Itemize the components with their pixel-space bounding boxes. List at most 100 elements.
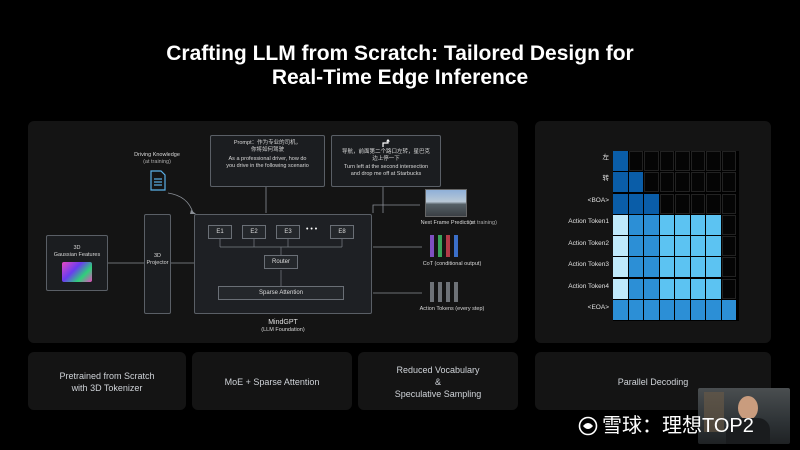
gaussian-features-box: 3D Gaussian Features bbox=[46, 235, 108, 291]
mask-cell bbox=[644, 151, 659, 172]
feature-line: MoE + Sparse Attention bbox=[224, 377, 320, 387]
projector-line1: 3D bbox=[153, 253, 162, 259]
next-frame-label: Next Frame Prediction bbox=[420, 220, 476, 226]
feature-line: with 3D Tokenizer bbox=[71, 383, 143, 393]
mask-cell bbox=[613, 172, 628, 193]
navigation-box: 导航，前面第二个路口左转，星巴克 边上停一下 Turn left at the … bbox=[331, 135, 441, 187]
speaker-video bbox=[698, 388, 790, 444]
expert-e2: E2 bbox=[242, 225, 266, 239]
mask-cell bbox=[628, 278, 643, 299]
prompt-box: Prompt：作为专业的司机， 你将如何驾驶 As a professional… bbox=[210, 135, 325, 187]
action-token bbox=[454, 282, 458, 302]
projector-box: 3D Projector bbox=[144, 214, 171, 314]
mask-cell bbox=[644, 193, 659, 214]
document-icon bbox=[150, 170, 166, 191]
action-tokens-label: Action Tokens (every step) bbox=[419, 306, 485, 312]
mask-cell bbox=[644, 214, 659, 235]
speaker-face bbox=[738, 396, 758, 420]
mask-cell bbox=[613, 193, 628, 214]
expert-e3: E3 bbox=[276, 225, 300, 239]
mask-cell bbox=[675, 151, 690, 172]
architecture-panel: Driving Knowledge (at training) Prompt：作… bbox=[28, 121, 518, 343]
feature-card-moe: MoE + Sparse Attention bbox=[192, 352, 352, 410]
mask-cell bbox=[721, 257, 736, 278]
cot-token bbox=[438, 235, 442, 257]
mask-cell bbox=[690, 278, 705, 299]
expert-ellipsis: • • • bbox=[306, 226, 318, 233]
mask-cell bbox=[644, 236, 659, 257]
mask-cell bbox=[613, 151, 628, 172]
mask-cell bbox=[613, 278, 628, 299]
watermark-text: 雪球：理想TOP2 bbox=[602, 415, 754, 437]
row-label: <BOA> bbox=[587, 197, 609, 204]
mask-cell bbox=[613, 257, 628, 278]
mask-cell bbox=[690, 257, 705, 278]
mask-cell bbox=[706, 236, 721, 257]
mask-cell bbox=[675, 236, 690, 257]
cot-label: CoT (conditional output) bbox=[422, 261, 482, 267]
speaker-body bbox=[726, 418, 770, 444]
mindgpt-block: E1 E2 E3 • • • E8 Router Sparse Attentio… bbox=[194, 214, 372, 314]
expert-e8: E8 bbox=[330, 225, 354, 239]
mask-cell bbox=[644, 172, 659, 193]
mask-cell bbox=[644, 299, 659, 320]
row-label: Action Token2 bbox=[568, 240, 609, 247]
mask-cell bbox=[721, 278, 736, 299]
mask-cell bbox=[706, 214, 721, 235]
feature-line: Reduced Vocabulary bbox=[396, 365, 480, 375]
cot-token bbox=[446, 235, 450, 257]
nav-line4: and drop me off at Starbucks bbox=[350, 171, 422, 177]
expert-e1: E1 bbox=[208, 225, 232, 239]
cot-token bbox=[430, 235, 434, 257]
mask-cell bbox=[690, 299, 705, 320]
action-token bbox=[430, 282, 434, 302]
mask-cell bbox=[628, 257, 643, 278]
mask-cell bbox=[644, 257, 659, 278]
action-token bbox=[438, 282, 442, 302]
row-label: Action Token4 bbox=[568, 283, 609, 290]
mask-cell bbox=[675, 257, 690, 278]
route-icon bbox=[381, 139, 390, 147]
prompt-line4: you drive in the following scenario bbox=[226, 163, 309, 169]
gaussian-line1: 3D bbox=[73, 245, 81, 251]
feature-line: Parallel Decoding bbox=[617, 377, 689, 387]
mask-cell bbox=[613, 214, 628, 235]
mask-cell bbox=[690, 214, 705, 235]
row-label: Action Token1 bbox=[568, 218, 609, 225]
feature-line: Speculative Sampling bbox=[394, 389, 482, 399]
mask-cell bbox=[721, 193, 736, 214]
watermark: 雪球：理想TOP2 bbox=[578, 412, 798, 440]
mask-cell bbox=[706, 278, 721, 299]
row-label: <EOA> bbox=[587, 304, 609, 311]
mask-cell bbox=[628, 151, 643, 172]
mask-cell bbox=[659, 299, 674, 320]
mask-cell bbox=[721, 172, 736, 193]
snowball-logo-icon bbox=[578, 416, 598, 436]
cot-token bbox=[454, 235, 458, 257]
bookshelf bbox=[704, 392, 724, 432]
prompt-line1: Prompt：作为专业的司机， bbox=[233, 140, 302, 146]
mask-cell bbox=[721, 236, 736, 257]
mask-cell bbox=[721, 151, 736, 172]
mask-cell bbox=[659, 278, 674, 299]
parallel-decoding-panel: 左 转 <BOA> Action Token1 Action Token2 Ac… bbox=[535, 121, 771, 343]
mask-cell bbox=[690, 151, 705, 172]
feature-card-vocabulary: Reduced Vocabulary & Speculative Samplin… bbox=[358, 352, 518, 410]
mask-cell bbox=[644, 278, 659, 299]
mask-cell bbox=[675, 193, 690, 214]
attention-mask-grid bbox=[613, 151, 739, 321]
mask-cell bbox=[659, 236, 674, 257]
mask-cell bbox=[659, 193, 674, 214]
mask-cell bbox=[690, 236, 705, 257]
nav-line3: Turn left at the second intersection bbox=[343, 164, 429, 170]
mask-cell bbox=[628, 299, 643, 320]
mask-cell bbox=[613, 236, 628, 257]
mask-cell bbox=[706, 193, 721, 214]
sparse-attention-box: Sparse Attention bbox=[218, 286, 344, 300]
mask-cell bbox=[690, 172, 705, 193]
mask-cell bbox=[675, 299, 690, 320]
mask-cell bbox=[628, 172, 643, 193]
router-lines bbox=[219, 239, 343, 286]
action-token bbox=[446, 282, 450, 302]
mask-cell bbox=[706, 172, 721, 193]
